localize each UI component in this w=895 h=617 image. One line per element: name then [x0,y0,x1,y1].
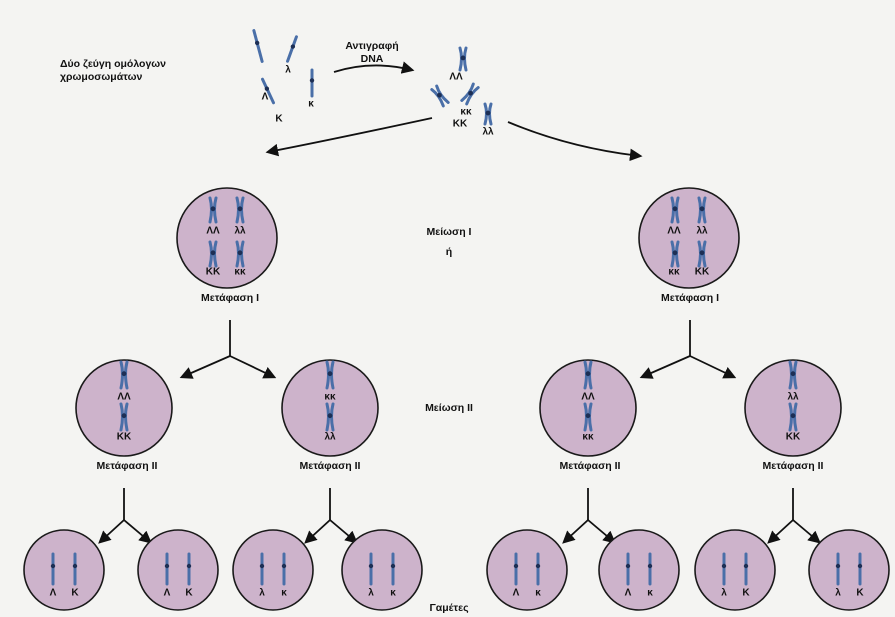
cell-chromosome-label: ΚΚ [695,267,709,278]
gamete-label: Λ [50,588,57,599]
gamete-label: λ [721,588,727,599]
cell-chromosome-label: ΚΚ [117,432,131,443]
gamete-label: λ [368,588,374,599]
cell-chromosome-label: λλ [696,226,707,237]
replicated-chromosome [462,84,478,104]
replicated-pair-label: ΚΚ [453,119,467,130]
replicated-chromosome [485,104,491,124]
cell-chromosome-label: ΚΚ [786,432,800,443]
fork-arrow [642,356,690,377]
metaphase-2-label: Μετάφαση ΙΙ [300,460,361,473]
cell-chromosome-label: ΛΛ [206,226,219,237]
fork-arrow [100,520,124,542]
gamete-label: κ [535,588,541,599]
fork-arrow [588,520,614,542]
metaphase-1-label-left: Μετάφαση Ι [201,292,259,305]
cell-chromosome-label: λλ [234,226,245,237]
chromosome-label: Λ [262,92,269,103]
cell [233,530,313,610]
gamete-label: Κ [856,588,863,599]
metaphase-2-label: Μετάφαση ΙΙ [763,460,824,473]
intro-title-line1: Δύο ζεύγη ομόλογων [60,58,166,71]
intro-title-line2: χρωμοσωμάτων [60,71,166,84]
cell-chromosome-label: ΛΛ [581,392,594,403]
metaphase-2-label: Μετάφαση ΙΙ [97,460,158,473]
replication-label-line1: Αντιγραφή [345,40,398,53]
intro-title: Δύο ζεύγη ομόλογων χρωμοσωμάτων [60,58,166,84]
gamete-label: κ [281,588,287,599]
chromosome-label: λ [285,65,291,76]
replication-label: Αντιγραφή DNA [345,40,398,66]
cell-chromosome-label: κκ [324,392,335,403]
fork-arrow [124,520,150,542]
fork-arrow [769,520,793,542]
metaphase-2-label: Μετάφαση ΙΙ [560,460,621,473]
gamete-label: λ [259,588,265,599]
fork-arrow [306,520,330,542]
chromosome [310,70,314,96]
gamete-label: Κ [742,588,749,599]
chromosome-label: κ [308,99,314,110]
chromosome [252,30,265,62]
fork-arrow [793,520,819,542]
cell [177,188,277,288]
gamete-label: κ [647,588,653,599]
replication-label-line2: DNA [345,53,398,66]
cell-chromosome-label: κκ [582,432,593,443]
gamete-label: Λ [164,588,171,599]
cell [639,188,739,288]
chromosome-label: Κ [275,114,282,125]
chromosome [285,36,298,62]
replication-arrow [334,65,412,72]
replicated-chromosome [432,86,448,106]
meiosis-2-label: Μείωση ΙΙ [425,402,473,415]
gamete-label: Λ [625,588,632,599]
cell-chromosome-label: ΚΚ [206,267,220,278]
or-label: ή [446,246,452,259]
cell [138,530,218,610]
cell [24,530,104,610]
fork-arrow [690,356,734,377]
replicated-pair-label: κκ [460,107,471,118]
replicated-pair-label: ΛΛ [449,72,462,83]
cell-chromosome-label: κκ [668,267,679,278]
cell-chromosome-label: ΛΛ [117,392,130,403]
branch-arrow-left [268,118,432,152]
fork-arrow [330,520,356,542]
replicated-pair-label: λλ [482,127,493,138]
metaphase-1-label-right: Μετάφαση Ι [661,292,719,305]
gamete-label: Κ [185,588,192,599]
cell-chromosome-label: ΛΛ [667,226,680,237]
fork-arrow [564,520,588,542]
gametes-label: Γαμέτες [429,602,468,615]
cell [695,530,775,610]
gamete-label: κ [390,588,396,599]
cell [599,530,679,610]
cell [809,530,889,610]
cell-chromosome-label: λλ [787,392,798,403]
cell [342,530,422,610]
replicated-chromosome [460,48,466,70]
gamete-label: Κ [71,588,78,599]
branch-arrow-right [508,122,640,156]
fork-arrow [182,356,230,377]
meiosis-1-label: Μείωση Ι [427,226,472,239]
cell-chromosome-label: κκ [234,267,245,278]
gamete-label: λ [835,588,841,599]
cell [487,530,567,610]
gamete-label: Λ [513,588,520,599]
cell-chromosome-label: λλ [324,432,335,443]
fork-arrow [230,356,274,377]
